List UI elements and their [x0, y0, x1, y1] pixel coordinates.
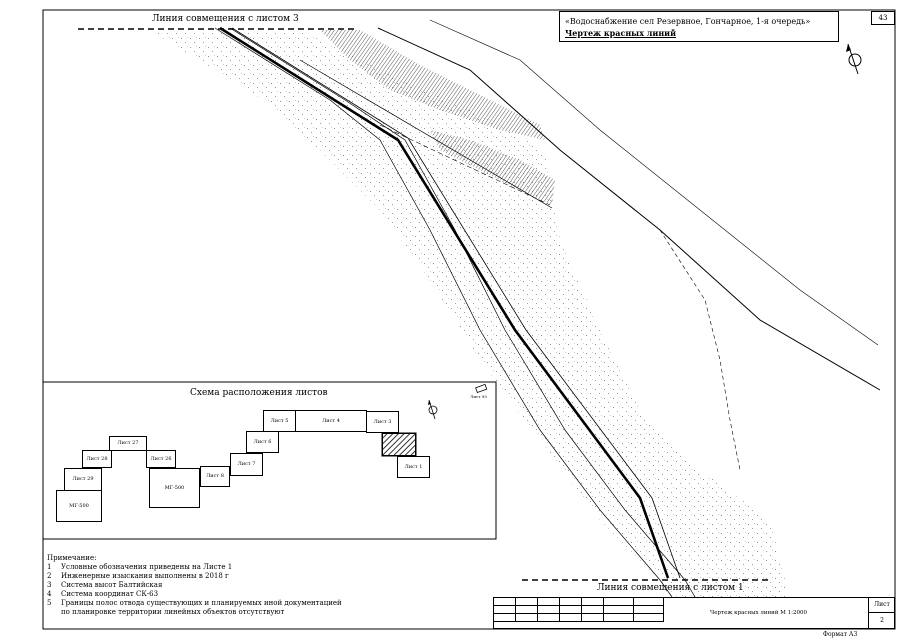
sheet-cell-29: Лист 29 — [64, 468, 102, 491]
drawing-frame — [42, 9, 896, 630]
sheet-cell-6: Лист 6 — [246, 431, 279, 453]
paper-format: Формат А3 — [823, 631, 858, 638]
notes-block: Примечание: 1 Условные обозначения привед… — [47, 554, 342, 617]
sheet-cell-1: Лист 1 — [397, 456, 430, 478]
inset-north-arrow — [428, 399, 438, 420]
note-item: по планировке территории линейных объект… — [47, 608, 342, 617]
project-title: «Водоснабжение сел Резервное, Гончарное,… — [565, 17, 811, 26]
note-number: 3 — [47, 581, 52, 589]
sheet-number: 43 — [871, 11, 895, 25]
stamp-grid — [494, 598, 664, 628]
sheet-cell-mg500-left: МГ-500 — [56, 490, 102, 522]
crossing-line — [299, 59, 553, 209]
sheet-cell-8: Лист 8 — [200, 466, 230, 487]
inset-title: Схема расположения листов — [190, 388, 328, 398]
sheet-cell-28: Лист 28 — [82, 450, 112, 468]
sheet-cell-current — [382, 433, 416, 456]
sheet-cell-5: Лист 5 — [263, 410, 296, 432]
sheet-cell-26: Лист 26 — [146, 450, 176, 468]
embankment-hatch-2 — [430, 130, 555, 205]
drawing-title: Чертеж красных линий — [565, 28, 677, 38]
title-box: «Водоснабжение сел Резервное, Гончарное,… — [559, 11, 839, 42]
boundary-left — [214, 27, 673, 598]
note-item: 2 Инженерные изыскания выполнены в 2018 г — [47, 572, 342, 581]
crossing-line-dashed — [379, 124, 551, 206]
note-text: Инженерные изыскания выполнены в 2018 г — [61, 572, 229, 580]
stamp-sheet-cell: Лист 2 — [868, 598, 895, 628]
notes-heading: Примечание: — [47, 554, 97, 562]
note-text: Границы полос отвода существующих и план… — [61, 599, 342, 607]
note-item: 3 Система высот Балтийская — [47, 581, 342, 590]
note-text: Система координат СК-63 — [61, 590, 159, 598]
terrain-corridor — [150, 30, 790, 600]
note-number: 5 — [47, 599, 52, 607]
note-text: Система высот Балтийская — [61, 581, 163, 589]
note-text: Условные обозначения приведены на Листе … — [61, 563, 233, 571]
stamp-block: Чертеж красных линий М 1:2000 Лист 2 — [493, 597, 895, 629]
sheet-cell-27: Лист 27 — [109, 436, 147, 451]
stamp-sheet-value: 2 — [880, 617, 884, 624]
note-text: по планировке территории линейных объект… — [61, 608, 285, 616]
inset-mini-label: Лист 93 — [470, 394, 487, 399]
stamp-sheet-label: Лист — [869, 598, 895, 613]
road-edge-2 — [429, 19, 879, 346]
sheet-cell-7: Лист 7 — [230, 453, 263, 476]
note-number: 4 — [47, 590, 52, 598]
road-edge-1 — [377, 27, 881, 391]
note-number: 2 — [47, 572, 52, 580]
sheet-cell-mg500-mid: МГ-500 — [149, 468, 200, 508]
stamp-caption: Чертеж красных линий М 1:2000 — [710, 610, 807, 616]
note-item: 4 Система координат СК-63 — [47, 590, 342, 599]
north-arrow — [846, 43, 862, 75]
inset-mini-marker — [475, 383, 488, 394]
note-number: 1 — [47, 563, 52, 571]
pipeline-offset — [231, 27, 681, 579]
sheet-cell-4: Лист 4 — [295, 410, 367, 432]
boundary-right — [229, 27, 696, 598]
match-line-bottom-label: Линия совмещения с листом 1 — [597, 583, 744, 593]
embankment-hatch — [320, 30, 545, 140]
note-item: 1 Условные обозначения приведены на Листе… — [47, 563, 342, 572]
match-line-top-label: Линия совмещения с листом 3 — [152, 14, 299, 24]
note-item: 5 Границы полос отвода существующих и пла… — [47, 599, 342, 608]
pipeline-route — [219, 26, 670, 579]
sheet-cell-3: Лист 3 — [366, 411, 399, 433]
